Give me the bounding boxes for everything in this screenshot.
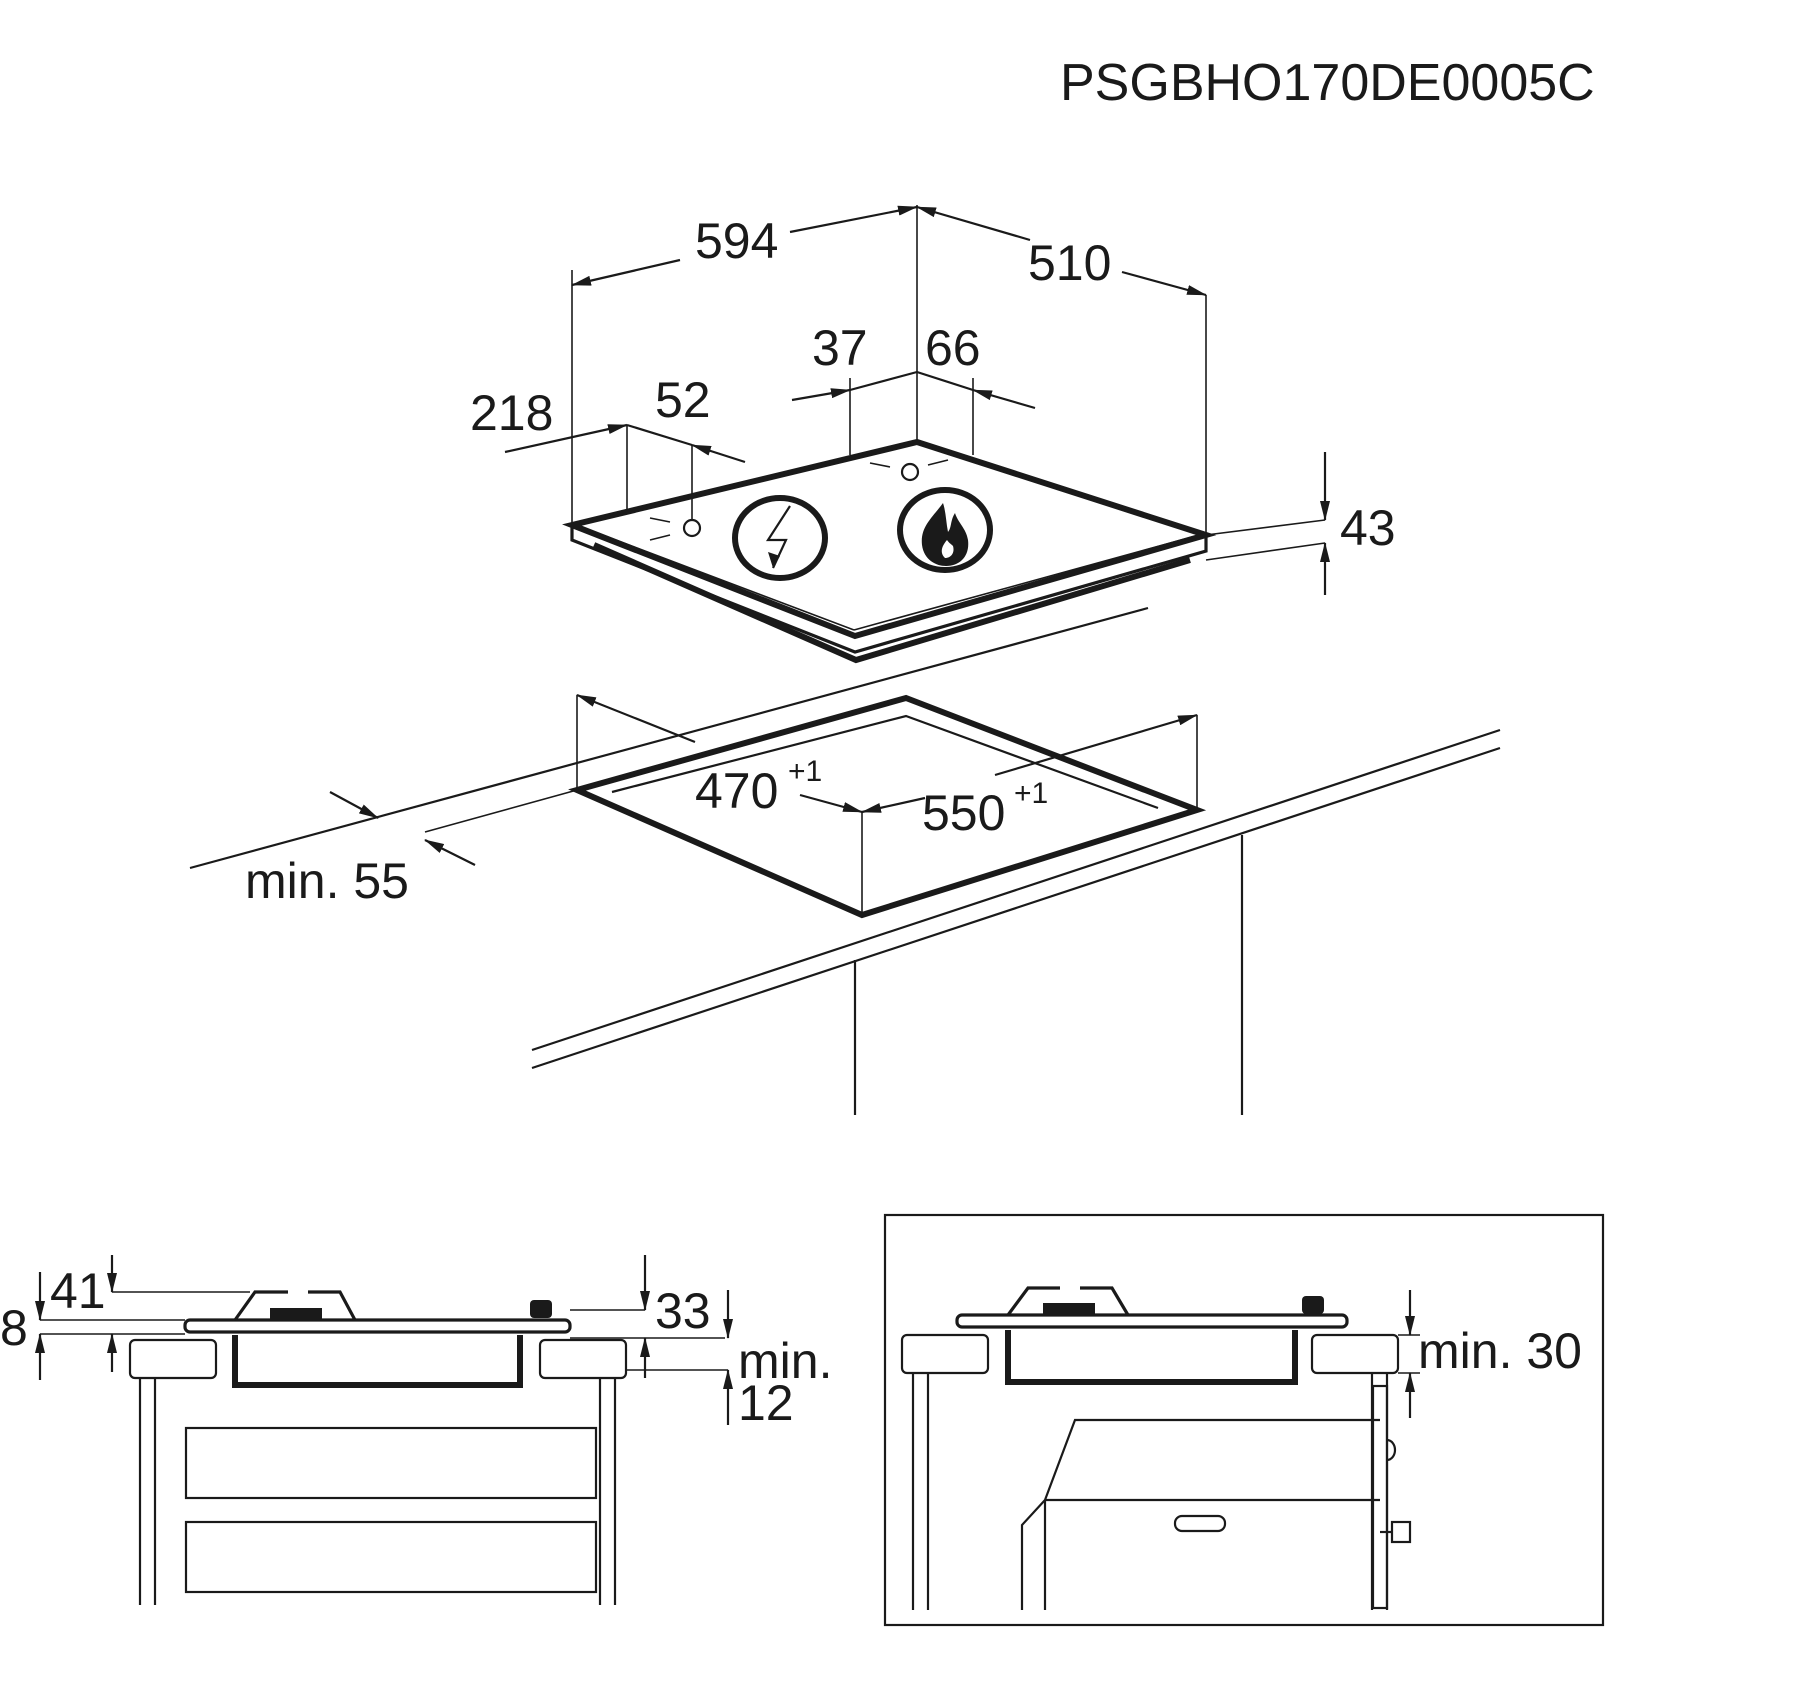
burner-cap (270, 1308, 322, 1320)
dim-label-43: 43 (1340, 500, 1396, 556)
worktop-cutout: 470 +1 550 +1 min. 55 (189, 606, 1501, 1115)
hob-plate (955, 1313, 1349, 1329)
dim-label-66: 66 (925, 320, 981, 376)
dim-arrow-550-right (994, 713, 1198, 777)
dim-tol-470: +1 (788, 755, 822, 788)
dim-line-218-52 (626, 423, 693, 447)
oven-knob (1390, 1520, 1412, 1544)
knob-tick (927, 459, 949, 466)
oven-handle (1173, 1514, 1227, 1533)
knob-right (900, 462, 920, 482)
ext-line-min55 (424, 789, 578, 833)
dim-arrow-550-front (861, 796, 926, 814)
knob-left (682, 518, 702, 538)
dim-arrow-52 (691, 443, 746, 464)
hob-top-face (562, 438, 1217, 640)
oven-door (1020, 1499, 1046, 1610)
dim-label-550: 550 (922, 785, 1005, 841)
dim-label-min30: min. 30 (1418, 1323, 1582, 1379)
dim-label-52: 52 (655, 372, 711, 428)
knob-tick (649, 534, 671, 541)
worktop-front-edge (531, 728, 1501, 1052)
worktop-block-right (538, 1338, 628, 1380)
hob-rim-line (853, 536, 1193, 631)
drawer-bottom (184, 1520, 598, 1594)
worktop-back-edge (189, 606, 1149, 870)
dim-arrow-218 (504, 423, 628, 454)
hob-rim-line (583, 527, 855, 631)
dim-arrow-594-right (789, 205, 918, 234)
dim-arrow-min55-front (424, 839, 476, 866)
ext-line-43-top (1205, 519, 1326, 536)
electric-lightning-icon (732, 495, 828, 581)
oven-top (1043, 1418, 1380, 1501)
drawer-top (184, 1426, 598, 1500)
hob-plate-edge (570, 525, 1208, 654)
section-left: 8 41 33 min. 12 (0, 1255, 832, 1605)
dim-label-12: 12 (738, 1375, 794, 1431)
control-knob (530, 1300, 552, 1318)
dim-label-41: 41 (50, 1263, 106, 1319)
knob-tick (869, 462, 891, 468)
hob-body (232, 1335, 523, 1388)
gas-flame-icon (897, 487, 993, 573)
dim-line-37-66 (916, 370, 974, 392)
dim-arrow-min55-back (329, 791, 379, 819)
hob-plate (183, 1318, 572, 1334)
oven-panel (1371, 1384, 1389, 1610)
dim-arrow-470-back (576, 693, 696, 744)
dim-tol-550: +1 (1014, 777, 1048, 810)
oven-knob (1386, 1438, 1397, 1462)
control-knob (1302, 1296, 1324, 1314)
pan-support (308, 1290, 357, 1321)
section-right: min. 30 (883, 1213, 1605, 1627)
pan-support (233, 1290, 288, 1321)
dim-label-470: 470 (695, 763, 778, 819)
hob-underbody (592, 542, 1191, 664)
dim-label-min55: min. 55 (245, 853, 409, 909)
worktop-block-left (900, 1333, 990, 1375)
dim-arrow-594-left (571, 258, 681, 287)
dim-label-218: 218 (470, 385, 553, 441)
burner-cap (1043, 1303, 1095, 1315)
ext-line-43-bottom (1205, 542, 1326, 561)
dim-label-37: 37 (812, 320, 868, 376)
built-in-oven (1020, 1384, 1412, 1610)
dim-label-8: 8 (0, 1300, 28, 1356)
dim-line-37-66 (849, 370, 918, 392)
worktop-front-edge-lower (531, 746, 1501, 1070)
pan-support (1006, 1286, 1060, 1316)
dim-label-594: 594 (695, 213, 778, 269)
dim-arrow-37 (791, 388, 851, 402)
hob-body (1005, 1330, 1298, 1385)
cutout-inner-edge (611, 714, 1159, 810)
dim-label-33: 33 (655, 1283, 711, 1339)
pan-support (1080, 1286, 1130, 1316)
knob-tick (649, 517, 671, 523)
dim-arrow-510-right (1121, 270, 1207, 297)
dim-arrow-470-front (799, 793, 863, 814)
drawing-code: PSGBHO170DE0005C (1060, 54, 1595, 112)
dim-label-min: min. (738, 1333, 832, 1389)
worktop-block-left (128, 1338, 218, 1380)
dim-arrow-66 (972, 388, 1036, 410)
section-right-frame (883, 1213, 1605, 1627)
hob-perspective: 594 510 37 66 218 52 43 (470, 205, 1396, 664)
worktop-block-right (1310, 1333, 1400, 1375)
dim-label-510: 510 (1028, 235, 1111, 291)
dim-arrow-510-left (916, 205, 1031, 242)
